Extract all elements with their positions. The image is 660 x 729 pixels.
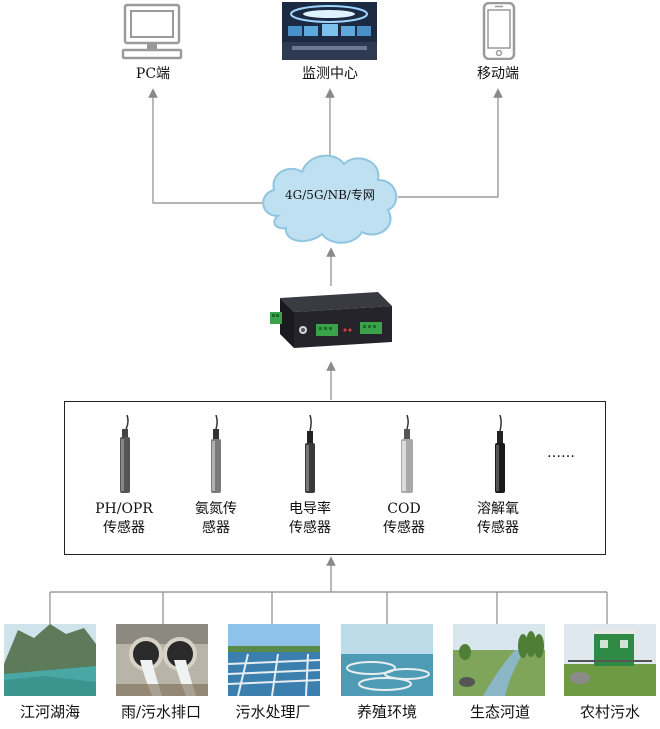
smartphone-icon bbox=[482, 2, 516, 60]
aquaculture-photo bbox=[341, 624, 433, 696]
sewage-outlet-photo bbox=[116, 624, 208, 696]
conductivity-probe-icon bbox=[305, 415, 315, 493]
source-label-outlet: 雨/污水排口 bbox=[120, 703, 202, 721]
source-label-river: 江河湖海 bbox=[19, 703, 80, 721]
cod-probe-icon bbox=[401, 415, 413, 493]
line-cloud-to-mobile bbox=[398, 88, 503, 198]
line-cloud-to-pc bbox=[148, 88, 262, 204]
data-gateway-device-icon bbox=[270, 292, 392, 348]
source-label-plant: 污水处理厂 bbox=[235, 703, 311, 721]
sensor-label-ammonia: 氨氮传感器 bbox=[195, 501, 237, 536]
source-label-aquaculture: 养殖环境 bbox=[356, 703, 417, 721]
treatment-plant-photo bbox=[228, 624, 320, 696]
sensor-label-conductivity: 电导率传感器 bbox=[289, 501, 331, 536]
source-label-rural: 农村污水 bbox=[579, 703, 640, 721]
ammonia-probe-icon bbox=[211, 415, 221, 493]
ph-probe-icon bbox=[120, 415, 130, 493]
sensor-group-box bbox=[64, 401, 606, 555]
node-label-pc: PC端 bbox=[135, 66, 171, 82]
cloud-icon bbox=[262, 154, 398, 244]
river-lake-photo bbox=[4, 624, 96, 696]
sensor-label-do: 溶解氧传感器 bbox=[477, 501, 519, 536]
rural-sewage-photo bbox=[564, 624, 656, 696]
eco-river-photo bbox=[453, 624, 545, 696]
dissolved-oxygen-probe-icon bbox=[495, 415, 505, 493]
node-label-monitor: 监测中心 bbox=[302, 66, 358, 82]
source-label-eco-river: 生态河道 bbox=[469, 703, 530, 721]
monitoring-center-icon bbox=[282, 2, 377, 60]
sensors-more: …… bbox=[547, 445, 575, 461]
node-label-mobile: 移动端 bbox=[477, 66, 519, 82]
network-label: 4G/5G/NB/专网 bbox=[285, 188, 375, 202]
desktop-computer-icon bbox=[121, 3, 183, 60]
